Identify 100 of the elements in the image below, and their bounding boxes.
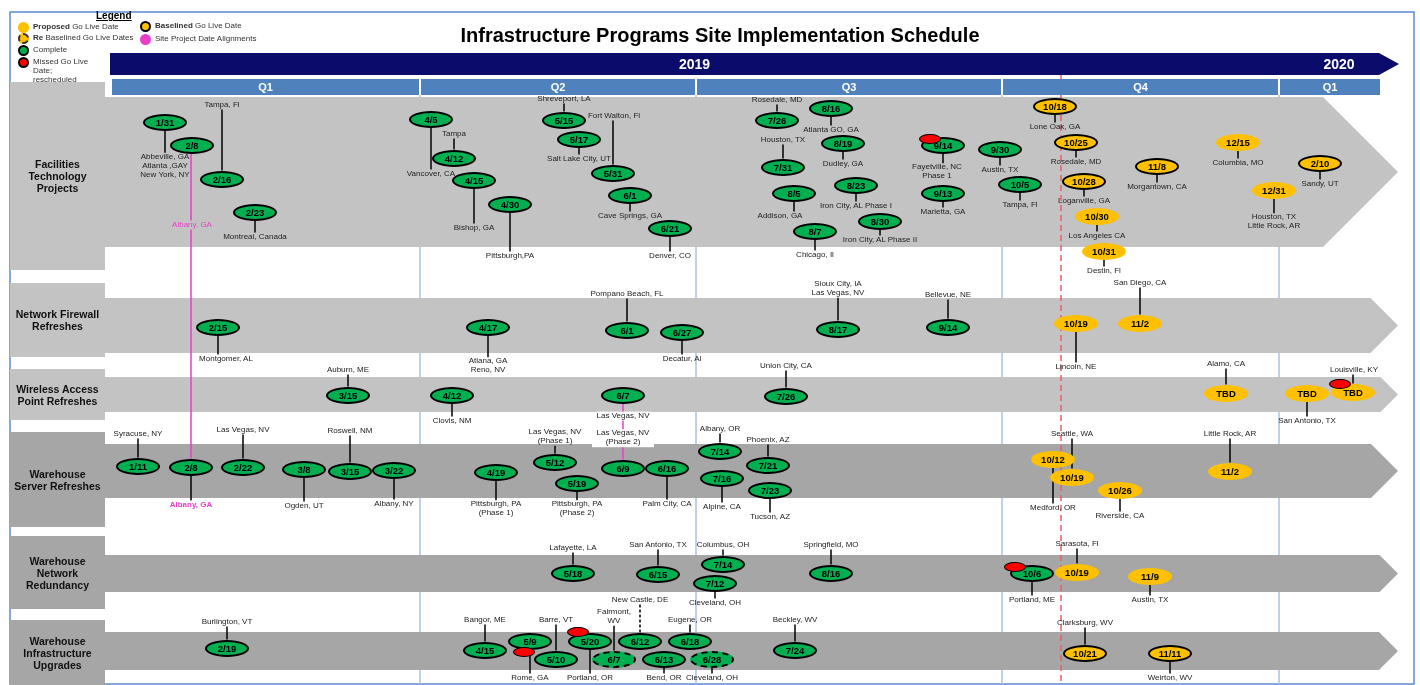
location-label: Denver, CO [649, 251, 691, 261]
leader-line [769, 497, 771, 514]
location-label: Sandy, UT [1301, 179, 1339, 189]
location-label: Rome, GA [511, 673, 549, 683]
location-label: Las Vegas, NV (Phase 1) [524, 428, 586, 446]
leader-line [1054, 113, 1056, 124]
location-label: Las Vegas, NV (Phase 2) [592, 429, 654, 447]
lane-header: Wireless Access Point Refreshes [10, 369, 105, 420]
leader-line [837, 297, 839, 322]
leader-line [1319, 170, 1321, 181]
location-label: Sarasota, Fl [1055, 539, 1099, 549]
leader-line [1139, 286, 1141, 316]
quarter-header: Q4 [1003, 79, 1278, 95]
leader-line [576, 490, 578, 501]
location-label: Pittsburgh, PA (Phase 2) [546, 500, 608, 518]
leader-line [947, 298, 949, 320]
location-label: Medford, OR [1030, 503, 1076, 513]
leader-line [1169, 660, 1171, 675]
legend-label: Proposed Go Live Date [33, 23, 119, 32]
lane-header: Warehouse Server Refreshes [10, 432, 105, 527]
leader-line [349, 434, 351, 464]
location-label: Springfield, MO [803, 540, 859, 550]
location-label: Columbia, MO [1212, 158, 1264, 168]
location-label: Albany, OR [699, 424, 741, 434]
location-label: Salt Lake City, UT [547, 154, 611, 164]
location-label: Rosedale, MD [751, 95, 803, 105]
leader-line [1156, 173, 1158, 184]
location-label: Louisville, KY [1330, 365, 1378, 375]
location-label: Alpine, CA [703, 502, 741, 512]
leader-line [1096, 223, 1098, 233]
location-label: Palm City, CA [642, 499, 692, 509]
location-label: Clovis, NM [432, 416, 472, 426]
leader-line [242, 433, 244, 460]
leader-line [217, 334, 219, 356]
leader-line [1229, 437, 1231, 464]
alignment-line [190, 152, 192, 460]
leader-line [1031, 580, 1033, 597]
location-label: Lone Oak, GA [1029, 122, 1081, 132]
leader-line [714, 590, 716, 600]
location-label: Cleveland, OH [689, 598, 741, 608]
location-label: Portland, OR [566, 673, 614, 683]
leader-line [137, 437, 139, 459]
location-label: Portland, ME [1008, 595, 1056, 605]
location-label: Alamo, CA [1206, 359, 1246, 369]
location-label: Barre, VT [538, 615, 574, 625]
location-label: Las Vegas, NV [596, 411, 650, 421]
leader-line [1076, 547, 1078, 565]
location-label: Beckley, WV [772, 615, 818, 625]
leader-line [473, 187, 475, 225]
location-label: Riverside, CA [1095, 511, 1145, 521]
location-label: Marietta, GA [920, 207, 966, 217]
location-label: Clarksburg, WV [1057, 618, 1113, 628]
quarter-header: Q1 [112, 79, 419, 95]
leader-line [1149, 583, 1151, 597]
location-label: Destin, Fl [1087, 266, 1121, 276]
location-label: Dudley, GA [822, 159, 864, 169]
location-label: Burlington, VT [201, 617, 253, 627]
quarter-header: Q2 [421, 79, 695, 95]
location-label: Pittsburgh, PA (Phase 1) [465, 500, 527, 518]
leader-line [689, 623, 691, 634]
chart-title: Infrastructure Programs Site Implementation Schedule [459, 24, 981, 47]
location-label: Abbeville, GA Atlanta ,GAY New York, NY [135, 152, 195, 180]
location-label: Eugene, OR [668, 615, 712, 625]
location-label: Albany, GA [169, 500, 213, 510]
location-label: Bellevue, NE [924, 290, 972, 300]
leader-line [190, 474, 192, 502]
leader-line [663, 666, 665, 675]
leader-line [681, 339, 683, 356]
leader-line [793, 200, 795, 213]
location-label: Tampa, Fl [1002, 200, 1038, 210]
leader-line [794, 623, 796, 643]
leader-line [666, 475, 668, 501]
location-label: Weirton, WV [1147, 673, 1193, 683]
location-label: Pittsburgh,PA [485, 251, 535, 261]
leader-line [572, 551, 574, 566]
leader-line [430, 126, 432, 171]
location-label: San Diego, CA [1113, 278, 1167, 288]
leader-line [830, 548, 832, 566]
missed-date-marker [513, 647, 535, 657]
location-label: Houston, TX Little Rock, AR [1243, 213, 1305, 231]
leader-line [1083, 188, 1085, 198]
leader-line [453, 137, 455, 151]
quarter-header: Q3 [697, 79, 1001, 95]
location-label: Lincoln, NE [1055, 362, 1097, 372]
leader-line [164, 129, 166, 154]
location-label: Cleveland, OH [686, 673, 738, 683]
location-label: Fayetville, NC Phase 1 [907, 163, 967, 181]
year-banner: 2019 [110, 53, 1279, 75]
location-label: New Castle, DE [611, 595, 669, 605]
leader-line [563, 102, 565, 113]
leader-line [495, 479, 497, 501]
location-label: San Antonio, TX [1278, 416, 1336, 426]
location-label: Las Vegas, NV [216, 425, 270, 435]
leader-line [1237, 149, 1239, 160]
lane-header: Network Firewall Refreshes [10, 283, 105, 357]
leader-line [451, 402, 453, 418]
legend-label: Complete [33, 46, 68, 55]
location-label: Iron City, AL Phase II [842, 235, 918, 245]
legend-label: Baselined Go Live Date [155, 22, 242, 31]
location-label: Seattle, WA [1051, 429, 1093, 439]
